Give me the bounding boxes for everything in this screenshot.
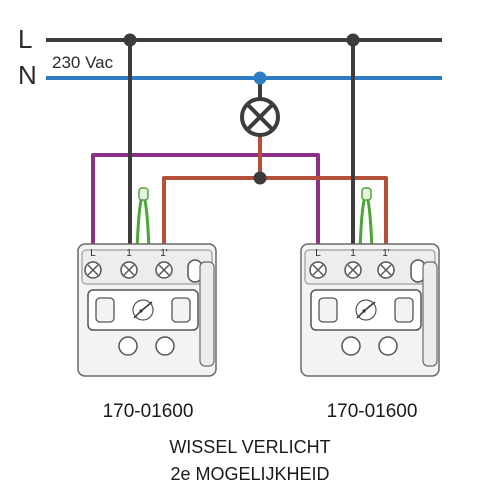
mount-hole [341,336,361,356]
switch-left: L 1 1' [77,243,217,377]
caption-subtitle: 2e MOGELIJKHEID [170,464,330,484]
terminal-label-1prime: 1' [382,248,390,259]
part-number-left: 170-01600 [102,401,194,422]
side-clip [199,261,215,367]
traveller-wire-brown [162,176,388,252]
terminal-screw [377,261,395,279]
mount-hole [155,336,175,356]
jumper-left [135,187,151,253]
terminal-screw [120,261,138,279]
side-clip [422,261,438,367]
terminal-label-l: L [315,248,321,259]
terminal-label-l: L [90,248,96,259]
toggle-switch-icon [355,299,377,321]
part-number-right: 170-01600 [326,401,418,422]
junction-dot [253,71,267,85]
terminal-label-1: 1 [126,248,132,259]
voltage-label: 230 Vac [52,53,114,72]
terminal-screw [344,261,362,279]
terminal-screw [155,261,173,279]
junction-dot [346,33,360,47]
mount-hole [378,336,398,356]
junction-dot [123,33,137,47]
toggle-switch-icon [132,299,154,321]
terminal-label-1: 1 [350,248,356,259]
lamp-icon [240,97,280,137]
caption-title: WISSEL VERLICHT [169,437,331,457]
line-rail-label: L [18,24,32,54]
terminal-label-1prime: 1' [160,248,168,259]
junction-dot [253,171,267,185]
terminal-screw [309,261,327,279]
terminal-screw [84,261,102,279]
switch-right: L 1 1' [300,243,440,377]
mount-hole [118,336,138,356]
neutral-rail-label: N [18,60,37,90]
traveller-wire-purple [91,153,320,252]
jumper-right [358,187,374,253]
